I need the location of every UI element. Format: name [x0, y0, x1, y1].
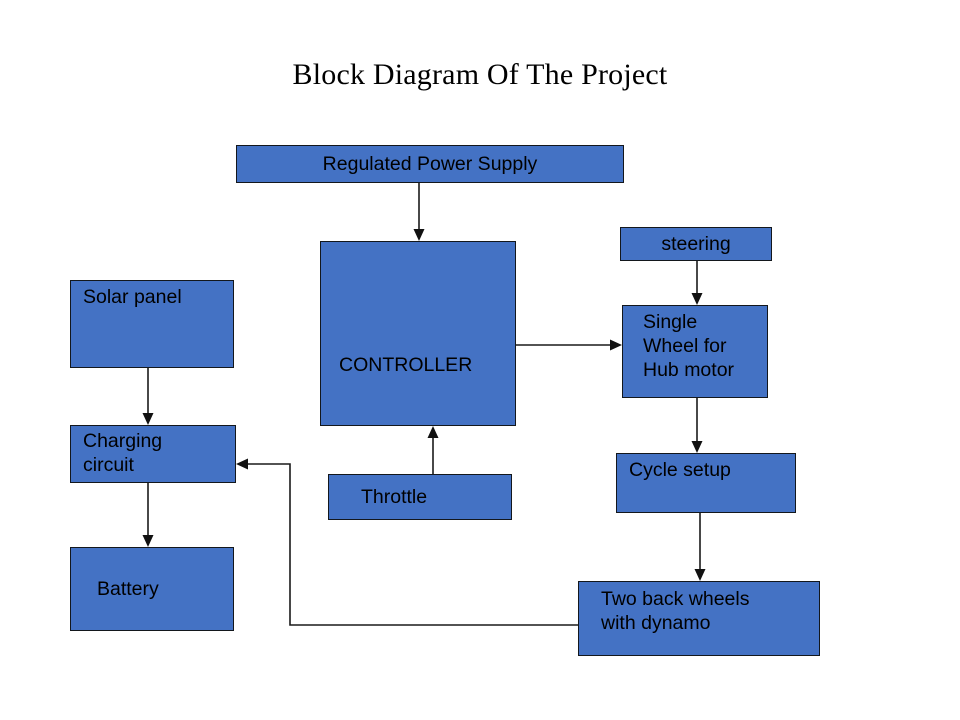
- node-two-back-wheels-with-dynamo[interactable]: Two back wheels with dynamo: [578, 581, 820, 656]
- connector-single-wheel-to-cycle-setup: [691, 398, 703, 453]
- node-regulated-power-supply[interactable]: Regulated Power Supply: [236, 145, 624, 183]
- node-label: CONTROLLER: [339, 354, 473, 376]
- node-label: Throttle: [361, 486, 428, 508]
- connector-cycle-setup-to-two-back-wheels: [694, 513, 706, 581]
- node-label: Cycle setup: [629, 459, 731, 481]
- node-single-wheel-for-hub-motor[interactable]: Single Wheel for Hub motor: [622, 305, 768, 398]
- node-battery[interactable]: Battery: [70, 547, 234, 631]
- node-cycle-setup[interactable]: Cycle setup: [616, 453, 796, 513]
- connector-controller-to-single-wheel: [516, 339, 622, 351]
- node-label: Two back wheels with dynamo: [601, 588, 750, 634]
- node-label: Battery: [97, 578, 159, 600]
- node-label: Solar panel: [83, 286, 182, 308]
- node-charging-circuit[interactable]: Charging circuit: [70, 425, 236, 483]
- page-title: Block Diagram Of The Project: [292, 58, 668, 91]
- node-label: Charging circuit: [83, 430, 163, 476]
- node-label: Single Wheel for Hub motor: [643, 311, 735, 381]
- connector-solar-to-charging: [142, 368, 154, 425]
- node-throttle[interactable]: Throttle: [328, 474, 512, 520]
- connector-rps-to-controller: [413, 183, 425, 241]
- connector-throttle-to-controller: [427, 426, 439, 474]
- node-steering[interactable]: steering: [620, 227, 772, 261]
- node-solar-panel[interactable]: Solar panel: [70, 280, 234, 368]
- connector-charging-to-battery: [142, 483, 154, 547]
- node-controller[interactable]: CONTROLLER: [320, 241, 516, 426]
- node-label: steering: [661, 233, 731, 255]
- connector-steering-to-single-wheel: [691, 261, 703, 305]
- node-label: Regulated Power Supply: [322, 153, 538, 175]
